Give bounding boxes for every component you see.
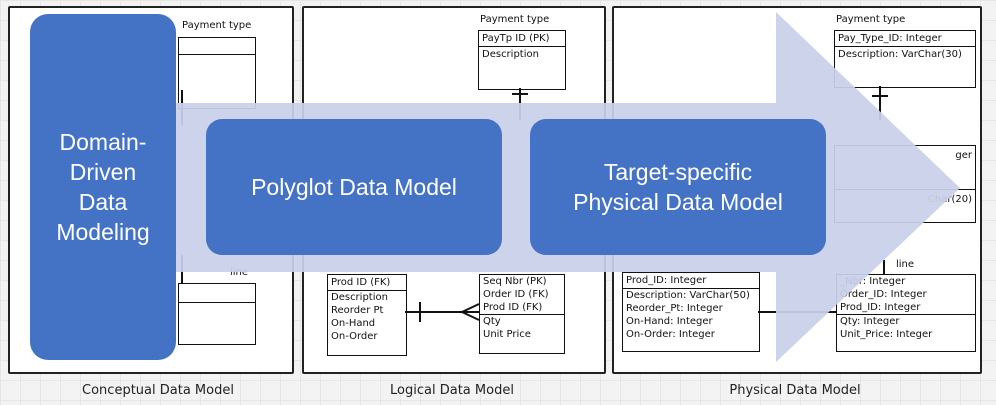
physical-line-row: _Nbr: Integer bbox=[840, 276, 906, 287]
logical-line-entity: Seq Nbr (PK) Order ID (FK) Prod ID (FK) … bbox=[479, 274, 565, 354]
domain-driven-modeling-box: Domain- Driven Data Modeling bbox=[30, 14, 176, 360]
conceptual-payment-title: Payment type bbox=[182, 20, 252, 31]
logical-line-row: Qty bbox=[483, 316, 501, 327]
physical-line-title: line bbox=[896, 259, 915, 270]
logical-payment-title: Payment type bbox=[480, 14, 550, 25]
physical-line-row: Unit_Price: Integer bbox=[840, 329, 933, 340]
physical-caption: Physical Data Model bbox=[729, 383, 861, 398]
physical-line-row: Order_ID: Integer bbox=[840, 289, 927, 300]
logical-line-row: Unit Price bbox=[483, 329, 531, 340]
logical-payment-entity: PayTp ID (PK) Description bbox=[478, 30, 566, 90]
polyglot-data-model-box: Polyglot Data Model bbox=[206, 119, 502, 255]
physical-payment-entity: Pay_Type_ID: Integer Description: VarCha… bbox=[834, 30, 976, 88]
conceptual-line-entity bbox=[178, 283, 256, 345]
logical-line-row: Prod ID (FK) bbox=[483, 302, 543, 313]
physical-product-row: Description: VarChar(50) bbox=[626, 290, 750, 301]
physical-product-row: Prod_ID: Integer bbox=[626, 275, 707, 286]
physical-line-entity: _Nbr: Integer Order_ID: Integer Prod_ID:… bbox=[836, 274, 976, 352]
physical-mid-row: Char(20) bbox=[927, 194, 972, 205]
physical-payment-row: Pay_Type_ID: Integer bbox=[838, 33, 942, 44]
logical-caption: Logical Data Model bbox=[390, 383, 514, 398]
physical-product-row: On-Hand: Integer bbox=[626, 316, 713, 327]
logical-product-entity: Prod ID (FK) Description Reorder Pt On-H… bbox=[327, 274, 407, 356]
conceptual-payment-entity bbox=[178, 37, 256, 109]
physical-payment-row: Description: VarChar(30) bbox=[838, 49, 962, 60]
target-specific-physical-model-box: Target-specific Physical Data Model bbox=[530, 119, 826, 255]
physical-product-row: Reorder_Pt: Integer bbox=[626, 303, 723, 314]
logical-product-row: Description bbox=[331, 292, 388, 303]
physical-product-row: On-Order: Integer bbox=[626, 329, 715, 340]
physical-payment-title: Payment type bbox=[836, 14, 906, 25]
logical-payment-row: PayTp ID (PK) bbox=[482, 33, 550, 44]
logical-crowfoot bbox=[461, 303, 480, 321]
logical-product-row: On-Hand bbox=[331, 318, 376, 329]
physical-line-row: Prod_ID: Integer bbox=[840, 302, 921, 313]
physical-mid-row: ger bbox=[955, 150, 972, 161]
conceptual-line-title: line bbox=[230, 267, 249, 278]
logical-payment-row: Description bbox=[482, 49, 539, 60]
conceptual-caption: Conceptual Data Model bbox=[82, 383, 234, 398]
physical-product-entity: Prod_ID: Integer Description: VarChar(50… bbox=[622, 272, 760, 352]
logical-product-row: On-Order bbox=[331, 331, 378, 342]
logical-line-row: Seq Nbr (PK) bbox=[483, 276, 547, 287]
logical-product-row: Prod ID (FK) bbox=[331, 277, 391, 288]
logical-line-row: Order ID (FK) bbox=[483, 289, 549, 300]
logical-product-row: Reorder Pt bbox=[331, 305, 384, 316]
physical-line-row: Qty: Integer bbox=[840, 316, 900, 327]
